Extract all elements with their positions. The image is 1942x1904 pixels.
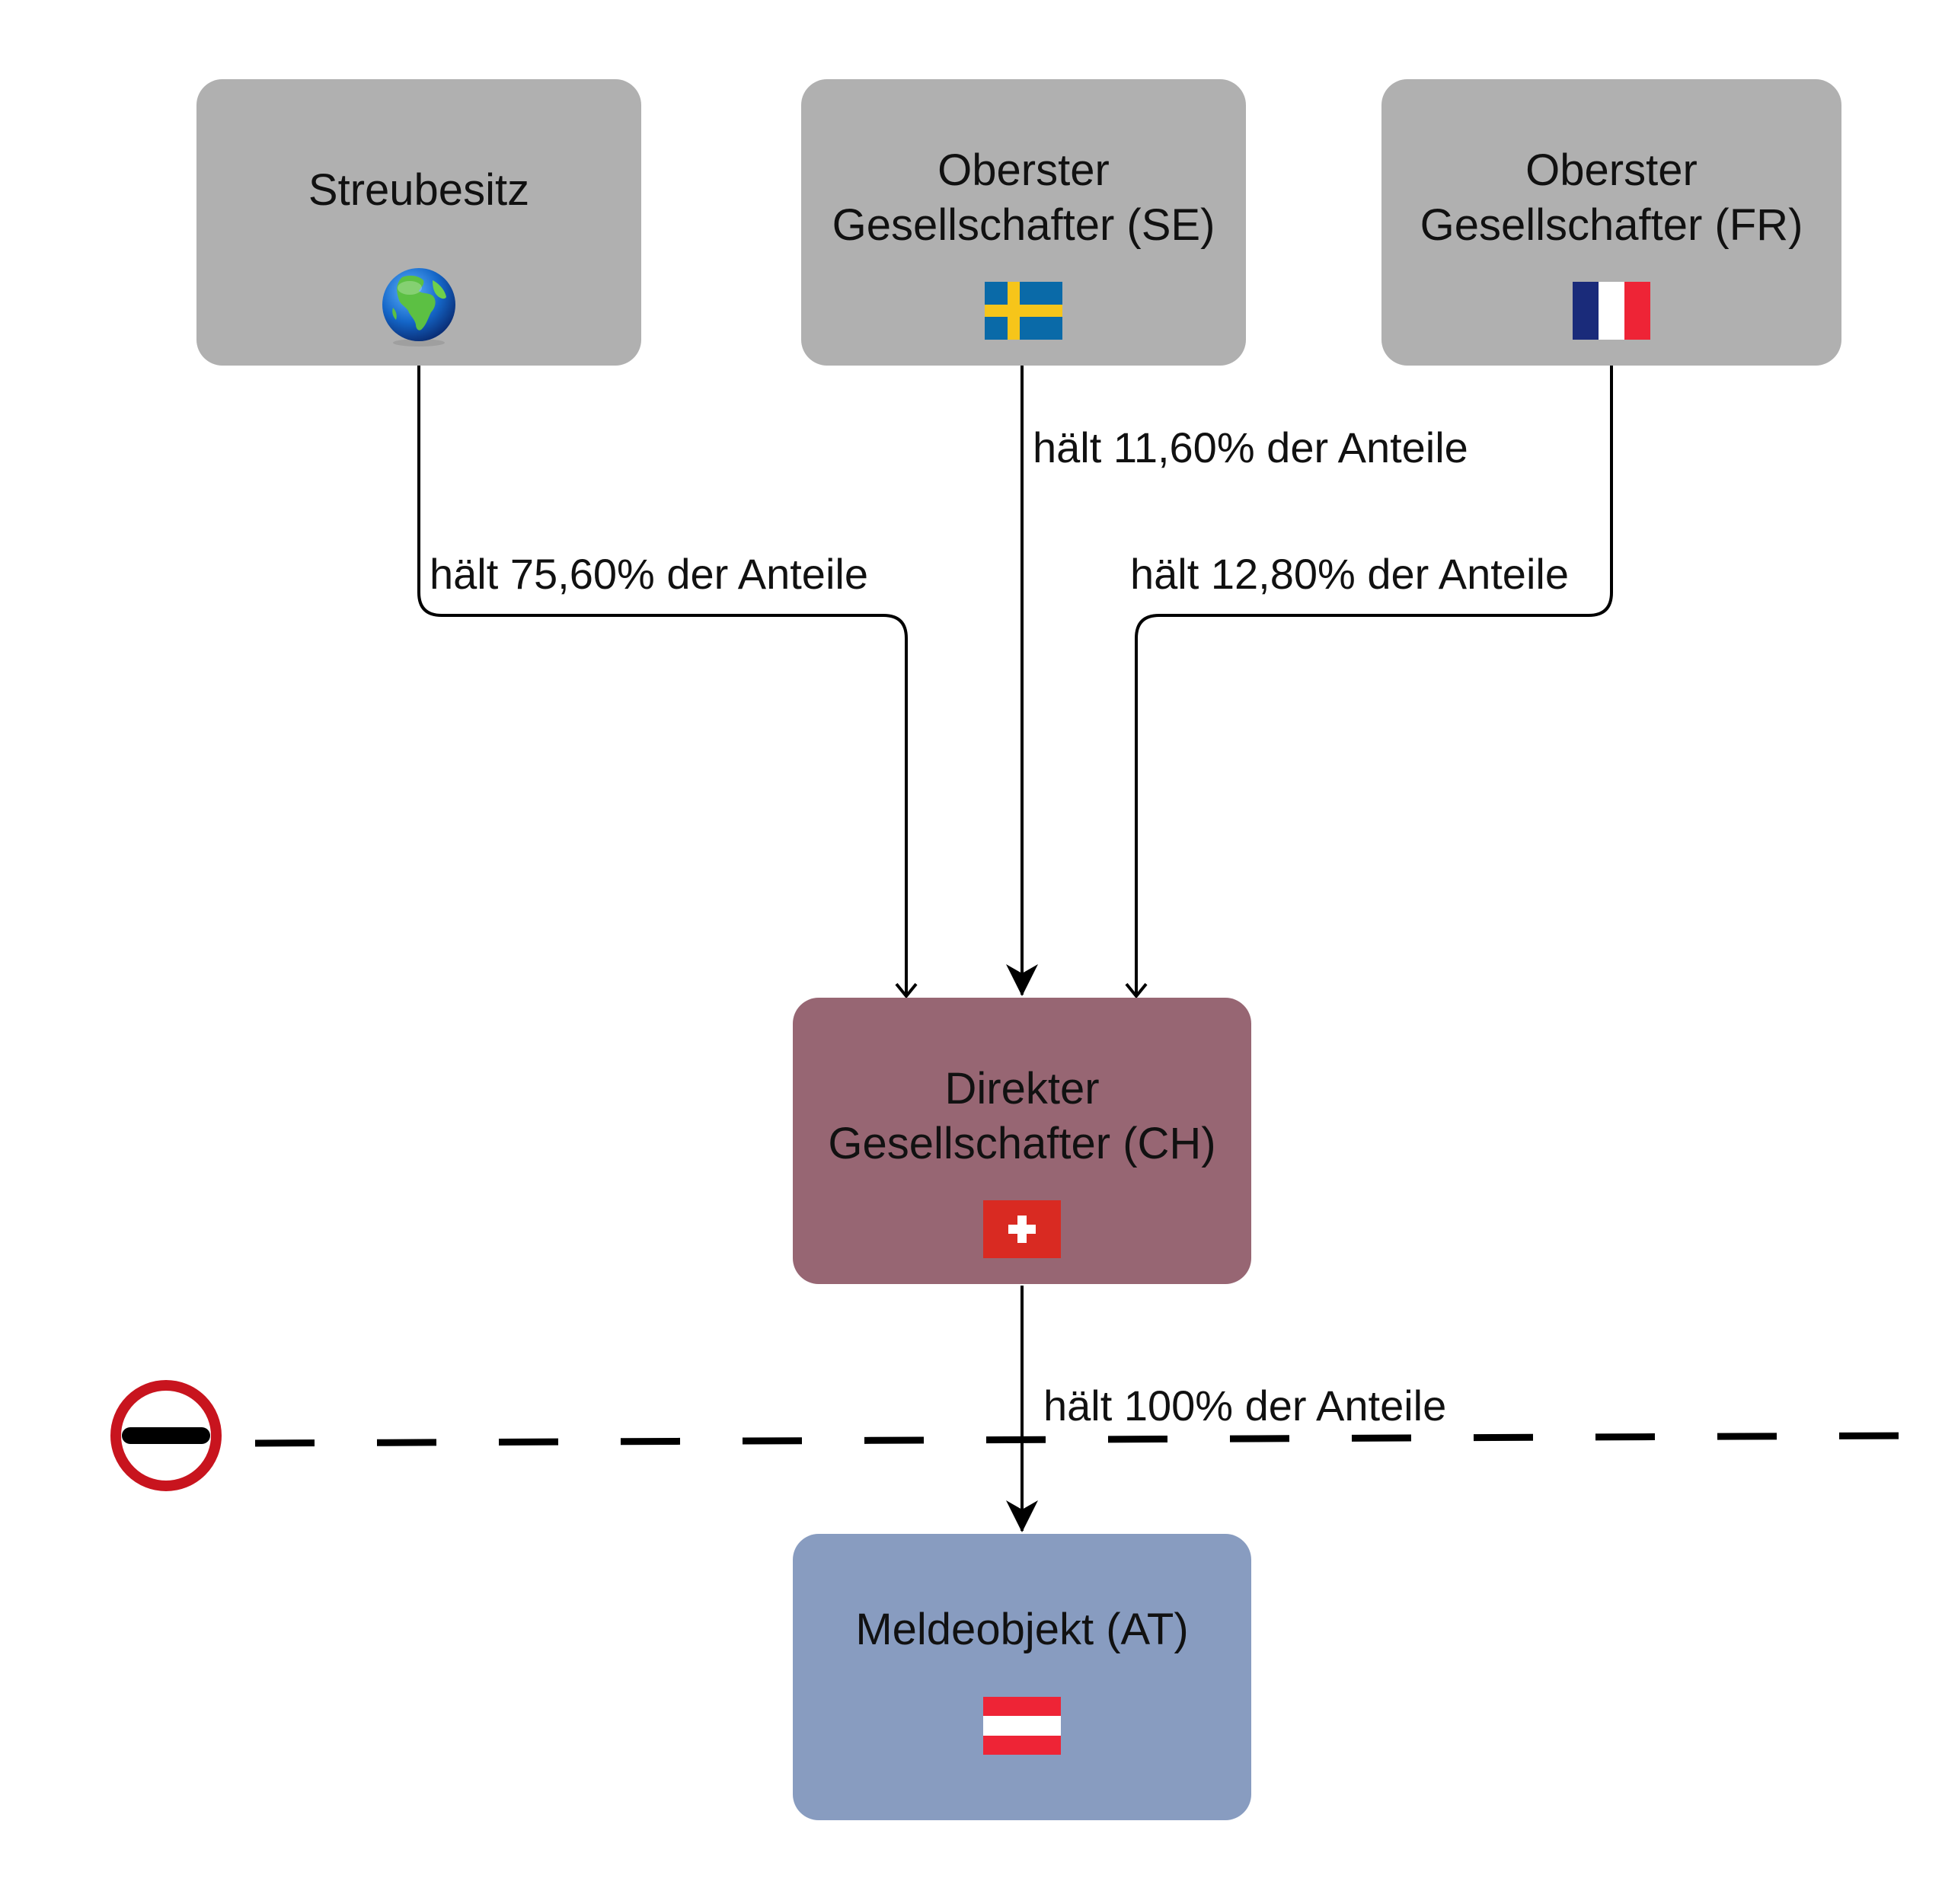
sweden-flag-icon xyxy=(985,282,1062,340)
node-direct-ch[interactable]: Direkter Gesellschafter (CH) xyxy=(793,998,1251,1284)
node-title-line2: Gesellschafter (SE) xyxy=(832,200,1215,250)
no-entry-icon xyxy=(110,1380,222,1491)
node-title-line1: Oberster xyxy=(937,145,1110,195)
edge-label-fr: hält 12,80% der Anteile xyxy=(1130,550,1569,598)
node-top-fr[interactable]: Oberster Gesellschafter (FR) xyxy=(1381,79,1841,366)
node-report-at[interactable]: Meldeobjekt (AT) xyxy=(793,1534,1251,1820)
edge-fr-to-ch xyxy=(1125,366,1613,999)
edge-label-streubesitz: hält 75,60% der Anteile xyxy=(430,550,868,598)
switzerland-flag-icon xyxy=(983,1200,1061,1258)
austria-flag-icon xyxy=(983,1697,1061,1755)
node-title: Meldeobjekt (AT) xyxy=(855,1605,1189,1654)
node-title-line1: Direkter xyxy=(944,1064,1100,1113)
edge-streubesitz-to-ch xyxy=(417,366,918,999)
node-title-line2: Gesellschafter (CH) xyxy=(828,1119,1216,1168)
france-flag-icon xyxy=(1573,282,1650,340)
node-top-se[interactable]: Oberster Gesellschafter (SE) xyxy=(801,79,1246,366)
node-title-line1: Oberster xyxy=(1525,145,1698,195)
node-title-line2: Gesellschafter (FR) xyxy=(1420,200,1803,250)
edge-label-ch-to-at: hält 100% der Anteile xyxy=(1043,1382,1447,1430)
node-streubesitz[interactable]: Streubesitz xyxy=(196,79,641,366)
globe-icon xyxy=(382,268,455,347)
border-dashed-line xyxy=(254,1432,1912,1447)
edge-label-se: hält 11,60% der Anteile xyxy=(1033,423,1468,471)
node-title: Streubesitz xyxy=(308,165,530,215)
